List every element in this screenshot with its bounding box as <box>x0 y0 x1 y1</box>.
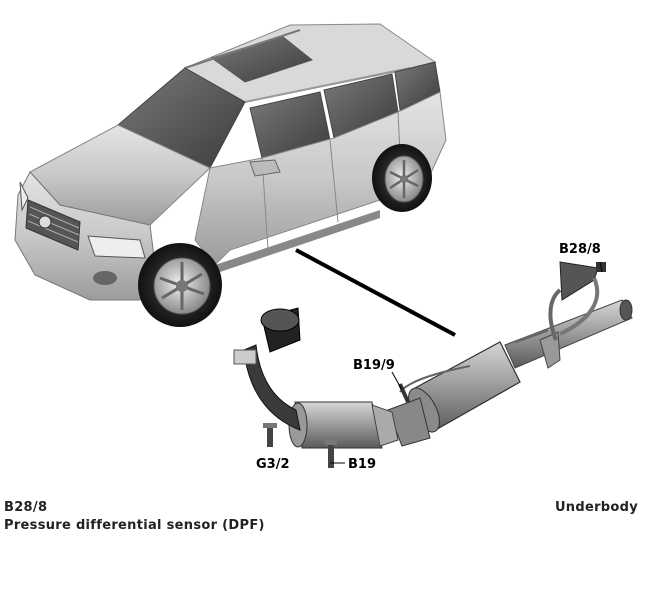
label-b28-8: B28/8 <box>559 242 601 257</box>
car-emblem <box>38 215 52 229</box>
location-pointer-line <box>295 248 456 337</box>
suv-vehicle <box>14 23 447 327</box>
label-b19-9: B19/9 <box>353 358 395 373</box>
temperature-sensor <box>325 440 337 468</box>
caption-component-code: B28/8 <box>4 500 48 515</box>
exhaust-rear-pipe <box>504 299 633 369</box>
caption-location: Underbody <box>554 500 638 515</box>
catalytic-converter <box>294 401 383 449</box>
car-mirror <box>249 159 281 177</box>
car-headlight <box>87 235 146 259</box>
exhaust-downpipe <box>243 344 301 431</box>
label-b19: B19 <box>348 457 376 472</box>
vehicle-exhaust-illustration <box>14 23 633 468</box>
car-wheel-rear <box>372 144 432 212</box>
car-wheel-front <box>138 243 222 327</box>
temperature-sensor-dpf <box>398 383 410 403</box>
caption-component-description: Pressure differential sensor (DPF) <box>4 518 265 533</box>
oxygen-sensor <box>263 423 277 447</box>
label-g3-2: G3/2 <box>256 457 290 472</box>
exhaust-system <box>233 261 633 468</box>
